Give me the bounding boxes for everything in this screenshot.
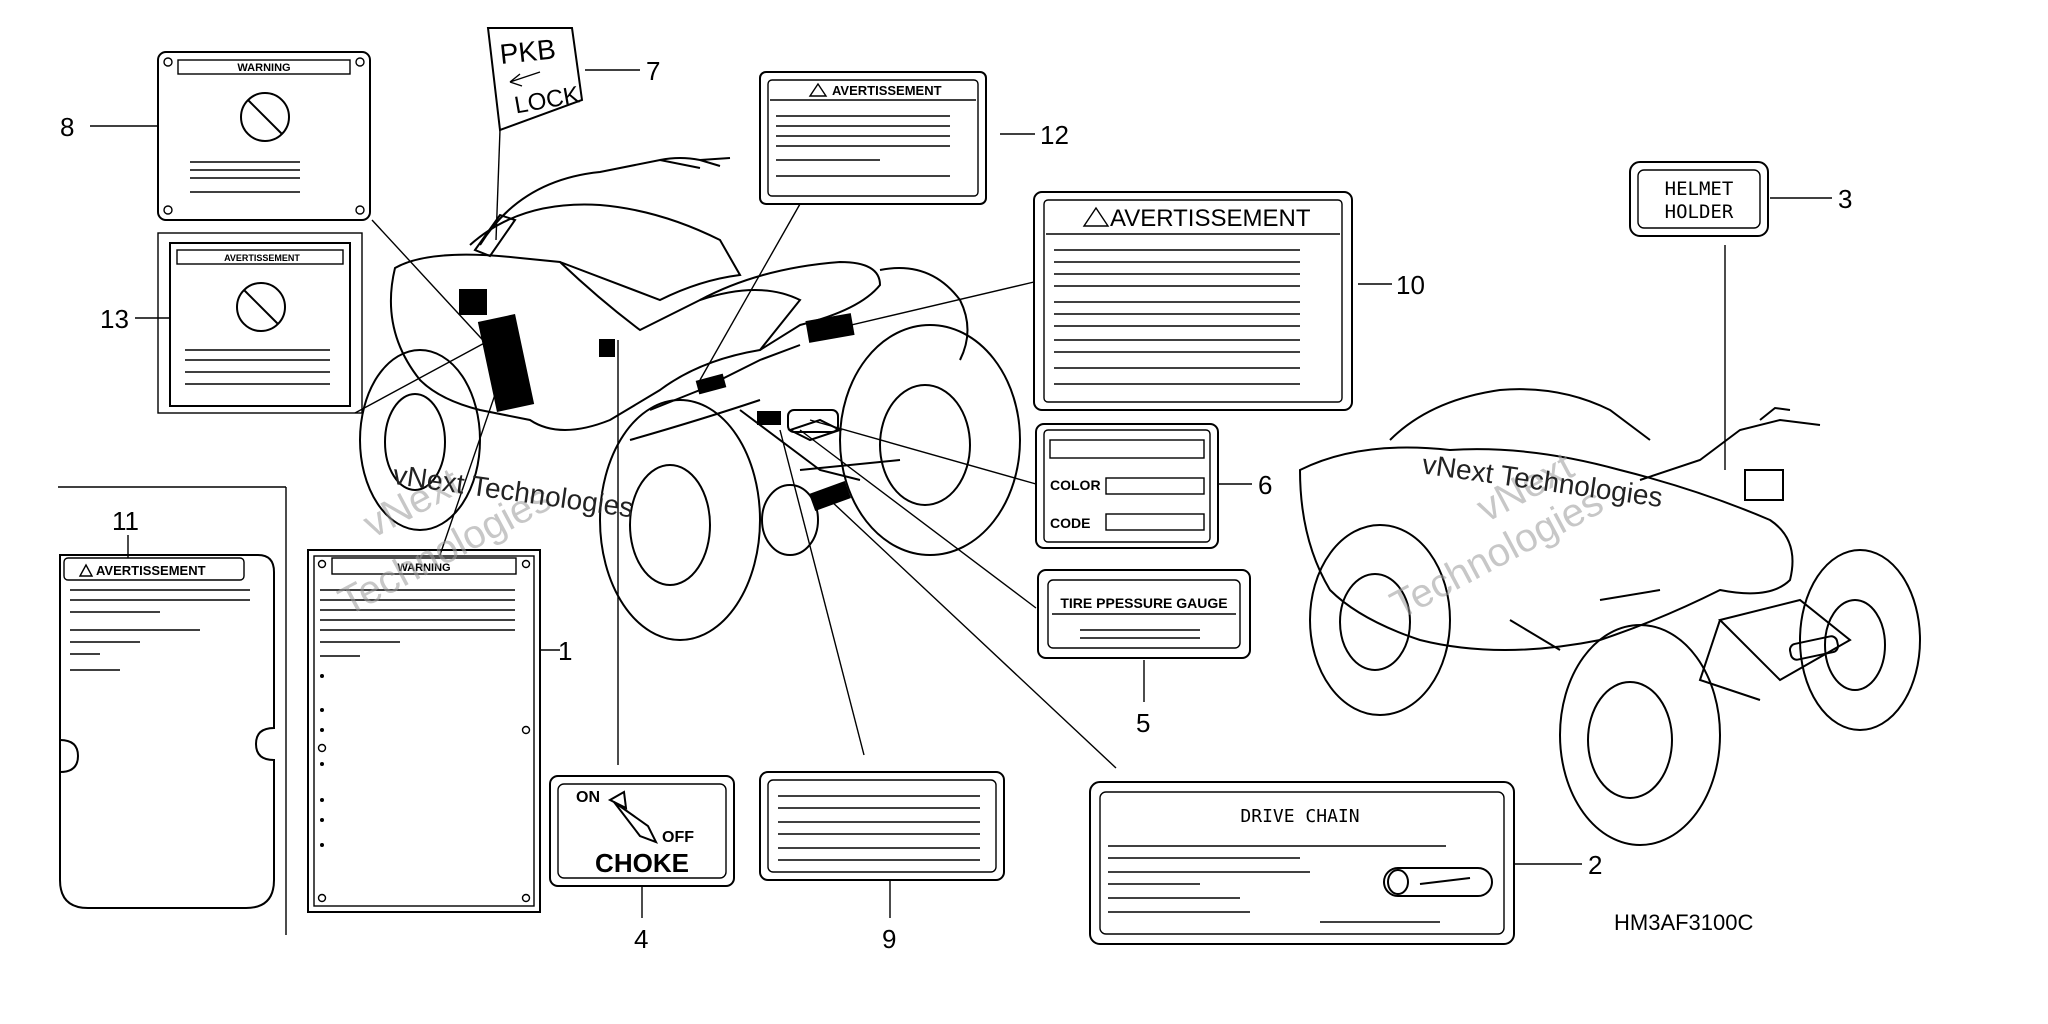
pkb-text: PKB — [498, 33, 557, 70]
label-3-helmet-holder: HELMET HOLDER — [1629, 161, 1769, 237]
avertissement-10-header: AVERTISSEMENT — [1110, 205, 1311, 232]
label-5-tire-pressure-gauge: TIRE PPESSURE GAUGE — [1037, 569, 1251, 659]
label-13-avertissement-prohibition: AVERTISSEMENT — [157, 232, 363, 414]
atv-rear-view-illustration — [359, 157, 1021, 641]
choke-on-text: ON — [576, 789, 600, 806]
label-7-pkb-lock: PKB LOCK — [486, 27, 584, 132]
arrow-left-icon — [509, 71, 541, 87]
label-9-text-plate — [759, 771, 1005, 881]
code-text: CODE — [1050, 515, 1090, 531]
warning-8-header: WARNING — [237, 62, 290, 74]
color-text: COLOR — [1050, 477, 1101, 493]
holder-text: HOLDER — [1665, 201, 1734, 223]
callout-9: 9 — [882, 924, 896, 954]
diagram-code: HM3AF3100C — [1614, 910, 1754, 935]
leader-lines — [90, 69, 1832, 918]
callout-7: 7 — [646, 56, 660, 86]
callout-10: 10 — [1396, 270, 1425, 300]
callout-2: 2 — [1588, 850, 1602, 880]
choke-text: CHOKE — [595, 848, 689, 878]
callout-8: 8 — [60, 112, 74, 142]
avertissement-12-header: AVERTISSEMENT — [832, 83, 942, 98]
callout-1: 1 — [558, 636, 572, 666]
avertissement-11-header: AVERTISSEMENT — [96, 563, 206, 578]
label-1-warning-tall: WARNING — [307, 549, 541, 913]
callout-5: 5 — [1136, 708, 1150, 738]
label-4-choke: ON OFF CHOKE — [549, 775, 735, 887]
callout-4: 4 — [634, 924, 648, 954]
label-10-avertissement-large: AVERTISSEMENT — [1033, 191, 1353, 411]
drive-chain-text: DRIVE CHAIN — [1240, 806, 1359, 827]
prohibition-icon — [236, 282, 286, 332]
label-2-drive-chain: DRIVE CHAIN — [1089, 781, 1515, 945]
prohibition-icon — [240, 92, 290, 142]
choke-lever-icon — [607, 790, 659, 844]
callout-6: 6 — [1258, 470, 1272, 500]
warning-triangle-icon — [78, 563, 94, 577]
warning-1-header: WARNING — [397, 562, 450, 574]
label-12-avertissement: AVERTISSEMENT — [759, 71, 987, 205]
choke-off-text: OFF — [662, 829, 694, 846]
avertissement-13-header: AVERTISSEMENT — [224, 253, 300, 263]
helmet-text: HELMET — [1665, 178, 1734, 200]
chain-adjuster-icon — [1383, 867, 1493, 897]
atv-front-view-illustration — [1298, 388, 1921, 846]
callout-numbers: 1 2 3 4 5 6 7 8 9 10 11 12 13 — [60, 56, 1852, 954]
warning-triangle-icon — [1082, 206, 1110, 227]
label-8-warning-prohibition: WARNING — [157, 51, 371, 221]
label-6-color-code: COLOR CODE — [1035, 423, 1219, 549]
lock-text: LOCK — [512, 81, 581, 119]
callout-3: 3 — [1838, 184, 1852, 214]
callout-11: 11 — [112, 506, 139, 536]
frame-divider — [58, 486, 287, 935]
callout-12: 12 — [1040, 120, 1069, 150]
label-11-avertissement-tall: AVERTISSEMENT — [59, 554, 275, 909]
tire-gauge-text: TIRE PPESSURE GAUGE — [1060, 595, 1227, 611]
callout-13: 13 — [100, 304, 129, 334]
warning-triangle-icon — [808, 82, 828, 97]
